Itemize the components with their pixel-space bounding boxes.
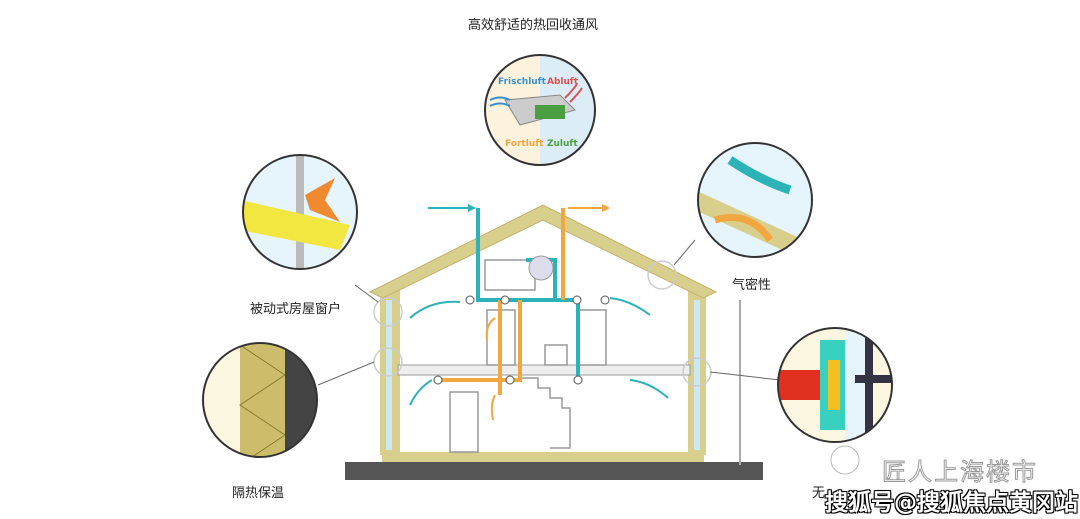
window-detail-circle (242, 154, 358, 270)
exhaust-air-label: Abluft (547, 77, 579, 87)
flow-arrows (409, 204, 669, 421)
insulation-detail-circle (202, 342, 318, 458)
watermark-source: 搜狐号@搜狐焦点黄冈站 (825, 490, 1078, 516)
outgoing-air-label: Fortluft (505, 139, 544, 149)
foundation-insulation (382, 452, 704, 462)
airtight-label: 气密性 (732, 278, 772, 293)
roof (368, 204, 718, 299)
fresh-air-label: Frischluft (498, 77, 547, 87)
thermal-bridge-detail-circle (777, 327, 893, 443)
airtight-detail-circle (697, 142, 813, 258)
ground-slab (345, 462, 763, 480)
floor-slab (397, 364, 691, 376)
page-title: 高效舒适的热回收通风 (468, 18, 599, 33)
watermark-account: 匠人上海楼市 (882, 458, 1038, 487)
interior (449, 259, 607, 453)
ducts (440, 208, 580, 395)
wechat-icon (830, 445, 860, 475)
windows-label: 被动式房屋窗户 (250, 302, 342, 317)
thermal-bridge-label: 无 (812, 486, 826, 501)
hrv-detail-circle: Frischluft Abluft Fortluft Zuluft (484, 54, 596, 166)
vents (433, 295, 610, 385)
insulation-label: 隔热保温 (232, 486, 285, 501)
supply-air-label: Zuluft (547, 139, 578, 149)
